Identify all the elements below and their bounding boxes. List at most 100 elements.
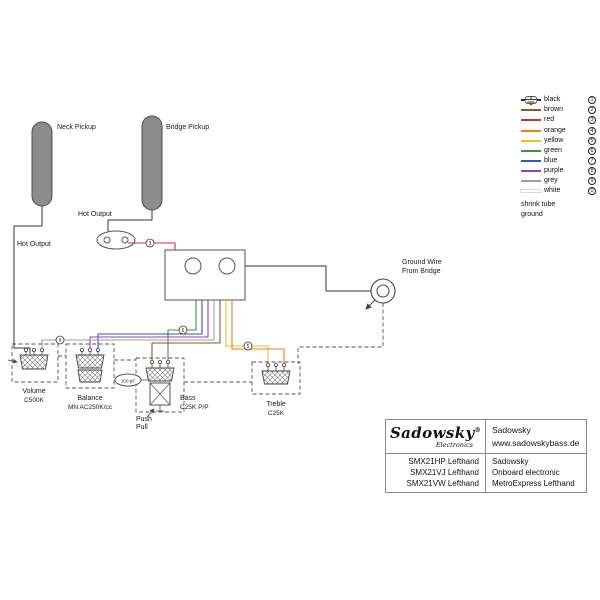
legend-label: white xyxy=(544,187,561,195)
legend-swatch xyxy=(521,169,541,172)
wire-purple xyxy=(89,300,209,349)
treble-pot-value: C25K xyxy=(268,410,285,417)
wire-red xyxy=(128,242,176,250)
ground-symbol-icon xyxy=(525,96,537,105)
push-label: Push xyxy=(136,416,152,423)
ground-dashed-run xyxy=(297,303,384,364)
component-box xyxy=(164,249,246,301)
bridge-ground-arrow xyxy=(365,299,376,310)
legend-number: 8 xyxy=(588,166,596,175)
wiper-arrow xyxy=(7,358,18,364)
legend-label: brown xyxy=(544,106,564,114)
hot-output-bridge-label: Hot Output xyxy=(78,211,112,218)
legend-row: grey 9 xyxy=(521,177,596,186)
bridge-ground-lug xyxy=(365,278,396,310)
ground-dashed-box-treble xyxy=(251,361,301,395)
volume-pot-name: Volume xyxy=(22,388,45,395)
bass-pot-body xyxy=(145,367,175,382)
bridge-ground-inner-ring xyxy=(376,284,390,298)
model-name: SMX21VJ Lefthand xyxy=(410,468,479,477)
wire-marker-circle xyxy=(55,335,65,345)
wire-neck-hot xyxy=(13,206,43,354)
company-name: Sadowsky xyxy=(492,424,531,435)
bridge-ground-outer-ring xyxy=(370,278,396,304)
bridge-pickup-body xyxy=(141,115,163,211)
title-block: Sadowsky® Electronics Sadowsky www.sadow… xyxy=(385,419,587,493)
legend-number: 9 xyxy=(588,177,596,186)
neck-pickup-label: Neck Pickup xyxy=(57,124,96,131)
legend-swatch xyxy=(521,139,541,142)
balance-pot-name: Balance xyxy=(77,395,102,402)
wire-marker-circle xyxy=(145,238,155,248)
legend-swatch xyxy=(521,129,541,132)
legend-number: 2 xyxy=(588,106,596,115)
pull-label: Pull xyxy=(136,424,148,431)
company-website: www.sadowskybass.de xyxy=(492,437,580,448)
balance-pot-value: MN AC250K/cc xyxy=(68,404,113,411)
legend-row: yellow 5 xyxy=(521,136,596,145)
wire-orange xyxy=(231,300,285,364)
balance-pot-body-upper xyxy=(75,354,105,369)
legend-number: 7 xyxy=(588,156,596,165)
legend-row: green 6 xyxy=(521,146,596,155)
wire-marker: 5 xyxy=(243,341,253,351)
description-line: Sadowsky xyxy=(492,457,529,466)
neck-pickup-body xyxy=(31,121,53,207)
output-jack-hole xyxy=(103,236,111,244)
wire-grey xyxy=(41,300,215,349)
legend-label: green xyxy=(544,146,562,154)
legend-number: 4 xyxy=(588,126,596,135)
legend-row: orange 4 xyxy=(521,126,596,135)
legend-label: purple xyxy=(544,166,564,174)
bridge-pickup: Bridge Pickup xyxy=(141,115,209,211)
treble-pot: Treble C25K xyxy=(261,362,291,417)
volume-pot: Volume C500K xyxy=(7,347,49,404)
wire-bridge-hot xyxy=(107,210,153,231)
legend-label: blue xyxy=(544,156,558,164)
wire-marker-number: 9 xyxy=(59,338,62,344)
legend-label: grey xyxy=(544,177,558,185)
brand-logo-cell: Sadowsky® Electronics xyxy=(386,420,486,454)
treble-pot-body xyxy=(261,370,291,385)
legend-number: 3 xyxy=(588,116,596,125)
description-cell: Sadowsky Onboard electronic MetroExpress… xyxy=(486,454,586,492)
wire-marker: 3 xyxy=(145,238,155,248)
wire-color-legend: black 1 brown 2 red 3 orange 4 yellow 5 … xyxy=(521,96,596,220)
capacitor-label: 100 pF xyxy=(121,379,135,384)
legend-label: black xyxy=(544,96,561,104)
push-pull-arrow xyxy=(146,408,155,418)
legend-row: red 3 xyxy=(521,116,596,125)
ground-dashed-box-volume xyxy=(11,343,59,383)
output-jack xyxy=(96,230,136,250)
bridge-pickup-label: Bridge Pickup xyxy=(166,124,209,131)
output-jack-hole xyxy=(121,236,129,244)
legend-row: brown 2 xyxy=(521,106,596,115)
legend-row: purple 8 xyxy=(521,166,596,176)
legend-number: 5 xyxy=(588,136,596,145)
brand-logo-registered-mark: ® xyxy=(474,427,482,435)
bass-pot: Bass C25K P/P Push Pull xyxy=(136,359,209,431)
wire-marker-number: 5 xyxy=(247,344,250,350)
capacitor-body xyxy=(114,373,142,387)
component-box-outline xyxy=(164,249,246,301)
volume-pot-value: C500K xyxy=(24,397,45,404)
ground-wire-label-line2: From Bridge xyxy=(402,268,441,275)
legend-swatch xyxy=(521,149,541,152)
component-box-hole xyxy=(184,257,202,275)
model-list-cell: SMX21HP Lefthand SMX21VJ Lefthand SMX21V… xyxy=(386,454,486,492)
neck-pickup: Neck Pickup xyxy=(31,121,96,207)
wire-marker-circle xyxy=(243,341,253,351)
description-line: Onboard electronic xyxy=(492,468,560,477)
legend-number: 6 xyxy=(588,146,596,155)
legend-number: 1 xyxy=(588,96,596,105)
wire-to-bridge-ground xyxy=(245,265,371,292)
legend-swatch xyxy=(521,109,541,112)
treble-pot-name: Treble xyxy=(266,401,286,408)
description-line: MetroExpress Lefthand xyxy=(492,479,575,488)
model-name: SMX21VW Lefthand xyxy=(406,479,479,488)
legend-swatch xyxy=(521,180,541,183)
legend-label: red xyxy=(544,116,555,124)
legend-label: orange xyxy=(544,126,566,134)
component-box-hole xyxy=(218,257,236,275)
